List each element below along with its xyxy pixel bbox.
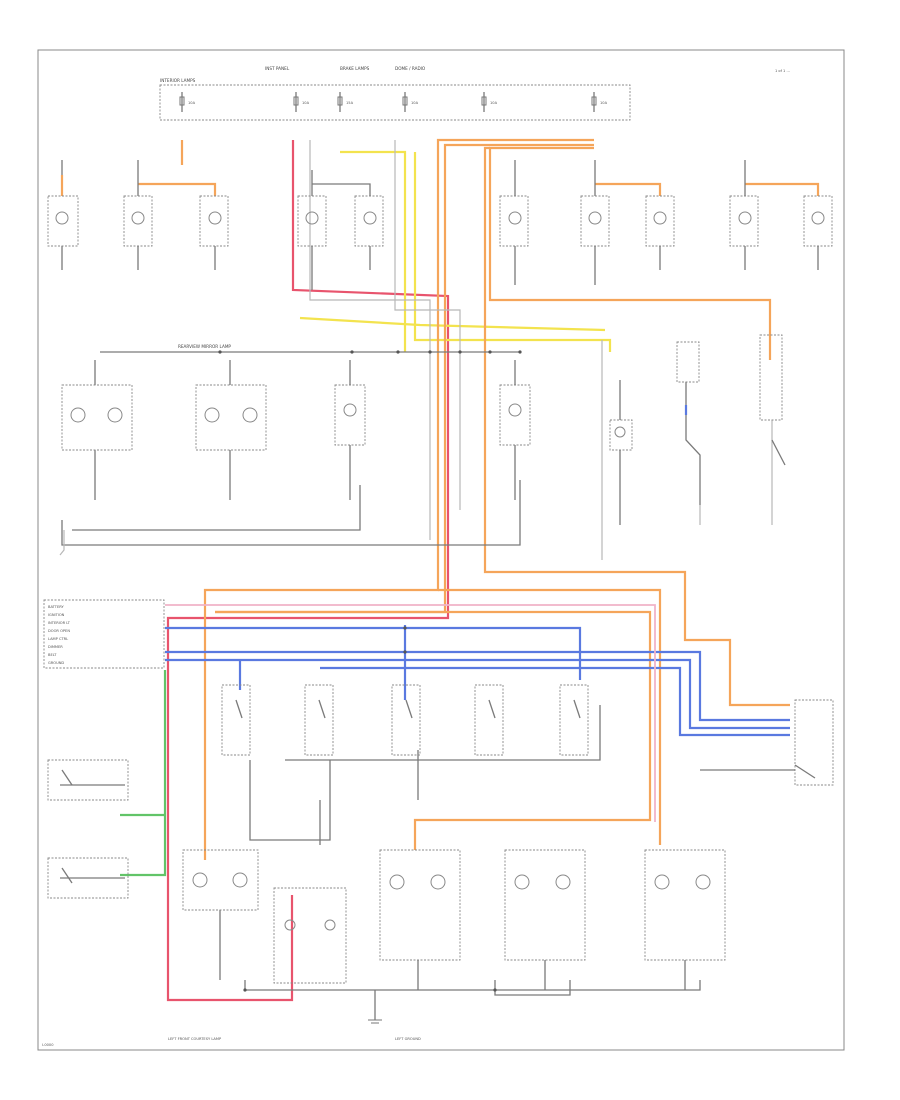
lamp-row-middle <box>61 360 633 525</box>
right-door-switch <box>700 699 834 786</box>
connector-pin-labels: BATTERY IGNITION INTERIOR LT DOOR OPEN L… <box>43 599 165 669</box>
lamp-16 <box>182 849 259 911</box>
lamp-9 <box>729 195 759 247</box>
fuse-rating-1: 10A <box>188 101 196 105</box>
blue-wire-4 <box>165 658 790 730</box>
pin-label-5: LAMP CTRL <box>48 637 68 641</box>
door-switch-5 <box>559 684 589 756</box>
lamp-18 <box>379 849 461 961</box>
pin-label-4: DOOR OPEN <box>48 629 70 633</box>
lamp-15 <box>609 419 633 451</box>
fuse-rating-2: 10A <box>302 101 310 105</box>
pink-wire <box>165 604 656 822</box>
orange-lamp-stub-4 <box>595 182 662 196</box>
lamp-19 <box>504 849 586 961</box>
lamp-row-top <box>47 160 833 290</box>
door-switch-1 <box>221 684 251 756</box>
lamp-12 <box>195 384 267 451</box>
pin-label-6: DIMMER <box>48 645 63 649</box>
lamp-7 <box>580 195 610 247</box>
left-door-switches <box>47 759 129 899</box>
footer-code: I-0000 <box>42 1043 54 1047</box>
ground-wiring <box>59 140 773 996</box>
lamp-8 <box>645 195 675 247</box>
pin-label-1: BATTERY <box>48 605 65 609</box>
lamp-17 <box>273 887 347 984</box>
door-switch-2 <box>304 684 334 756</box>
bottom-left-label: LEFT FRONT COURTESY LAMP <box>168 1037 222 1041</box>
door-switch-4 <box>474 684 504 756</box>
ground-symbol <box>368 990 382 1024</box>
pin-label-7: BELT <box>48 653 57 657</box>
door-switch-bank <box>221 684 589 756</box>
fuse-label-2: INST PANEL <box>265 66 290 71</box>
fuse-block: INTERIOR LAMPS INST PANEL BRAKE LAMPS DO… <box>159 66 631 121</box>
corner-code: 1 of 1 ... <box>775 69 790 73</box>
fuse-3: 15A <box>337 92 354 112</box>
yellow-wire-1 <box>340 150 407 352</box>
pin-label-3: INTERIOR LT <box>48 621 71 625</box>
lamp-row-bottom <box>182 849 726 990</box>
fuse-rating-4: 10A <box>411 101 419 105</box>
fuse-rating-6: 10A <box>600 101 608 105</box>
bus-junctions <box>218 350 522 992</box>
orange-lower-feed <box>215 610 652 850</box>
lamp-4 <box>297 195 327 247</box>
orange-trunk-main <box>203 138 594 860</box>
fuse-label-4: DOME / RADIO <box>395 66 426 71</box>
lamp-3 <box>199 195 229 247</box>
fuse-label-1: INTERIOR LAMPS <box>160 78 196 83</box>
blue-wire-2 <box>165 650 790 722</box>
orange-courtesy-feed <box>438 588 662 845</box>
fuse-rating-3: 15A <box>346 101 354 105</box>
fuse-4: 10A <box>402 92 419 112</box>
diagram-frame <box>37 49 845 1051</box>
lamp-20 <box>644 849 726 961</box>
lamp-2 <box>123 195 153 247</box>
blue-wire-5 <box>320 666 790 737</box>
pin-label-2: IGNITION <box>48 613 65 617</box>
bottom-center-label: LEFT GROUND <box>395 1037 421 1041</box>
lamp-5 <box>354 195 384 247</box>
lamp-1 <box>47 195 79 247</box>
blue-wire-1 <box>165 626 582 680</box>
red-wire <box>166 140 450 1002</box>
lamp-14 <box>499 384 531 446</box>
door-switch-3 <box>391 684 421 756</box>
orange-lamp-stub-5 <box>745 182 820 196</box>
fuse-rating-5: 10A <box>490 101 498 105</box>
bus-label: REARVIEW MIRROR LAMP <box>178 344 231 349</box>
orange-lamp-stub-2 <box>138 182 217 196</box>
fuse-5: 10A <box>481 92 498 112</box>
fuse-2: 10A <box>293 92 310 112</box>
fuse-1: 10A <box>179 92 196 112</box>
lamp-13 <box>334 384 366 446</box>
orange-right-run <box>488 146 772 360</box>
lamp-10 <box>803 195 833 247</box>
lamp-11 <box>61 384 133 451</box>
green-wire <box>120 670 167 877</box>
lamp-6 <box>499 195 529 247</box>
yellow-wire-2 <box>413 152 612 352</box>
yellow-wire-3 <box>299 316 606 332</box>
fuse-label-3: BRAKE LAMPS <box>340 66 370 71</box>
fuse-6: 10A <box>591 92 608 112</box>
orange-bottom-run <box>483 146 790 707</box>
pin-label-8: GROUND <box>48 661 64 665</box>
relay-block <box>676 334 786 505</box>
